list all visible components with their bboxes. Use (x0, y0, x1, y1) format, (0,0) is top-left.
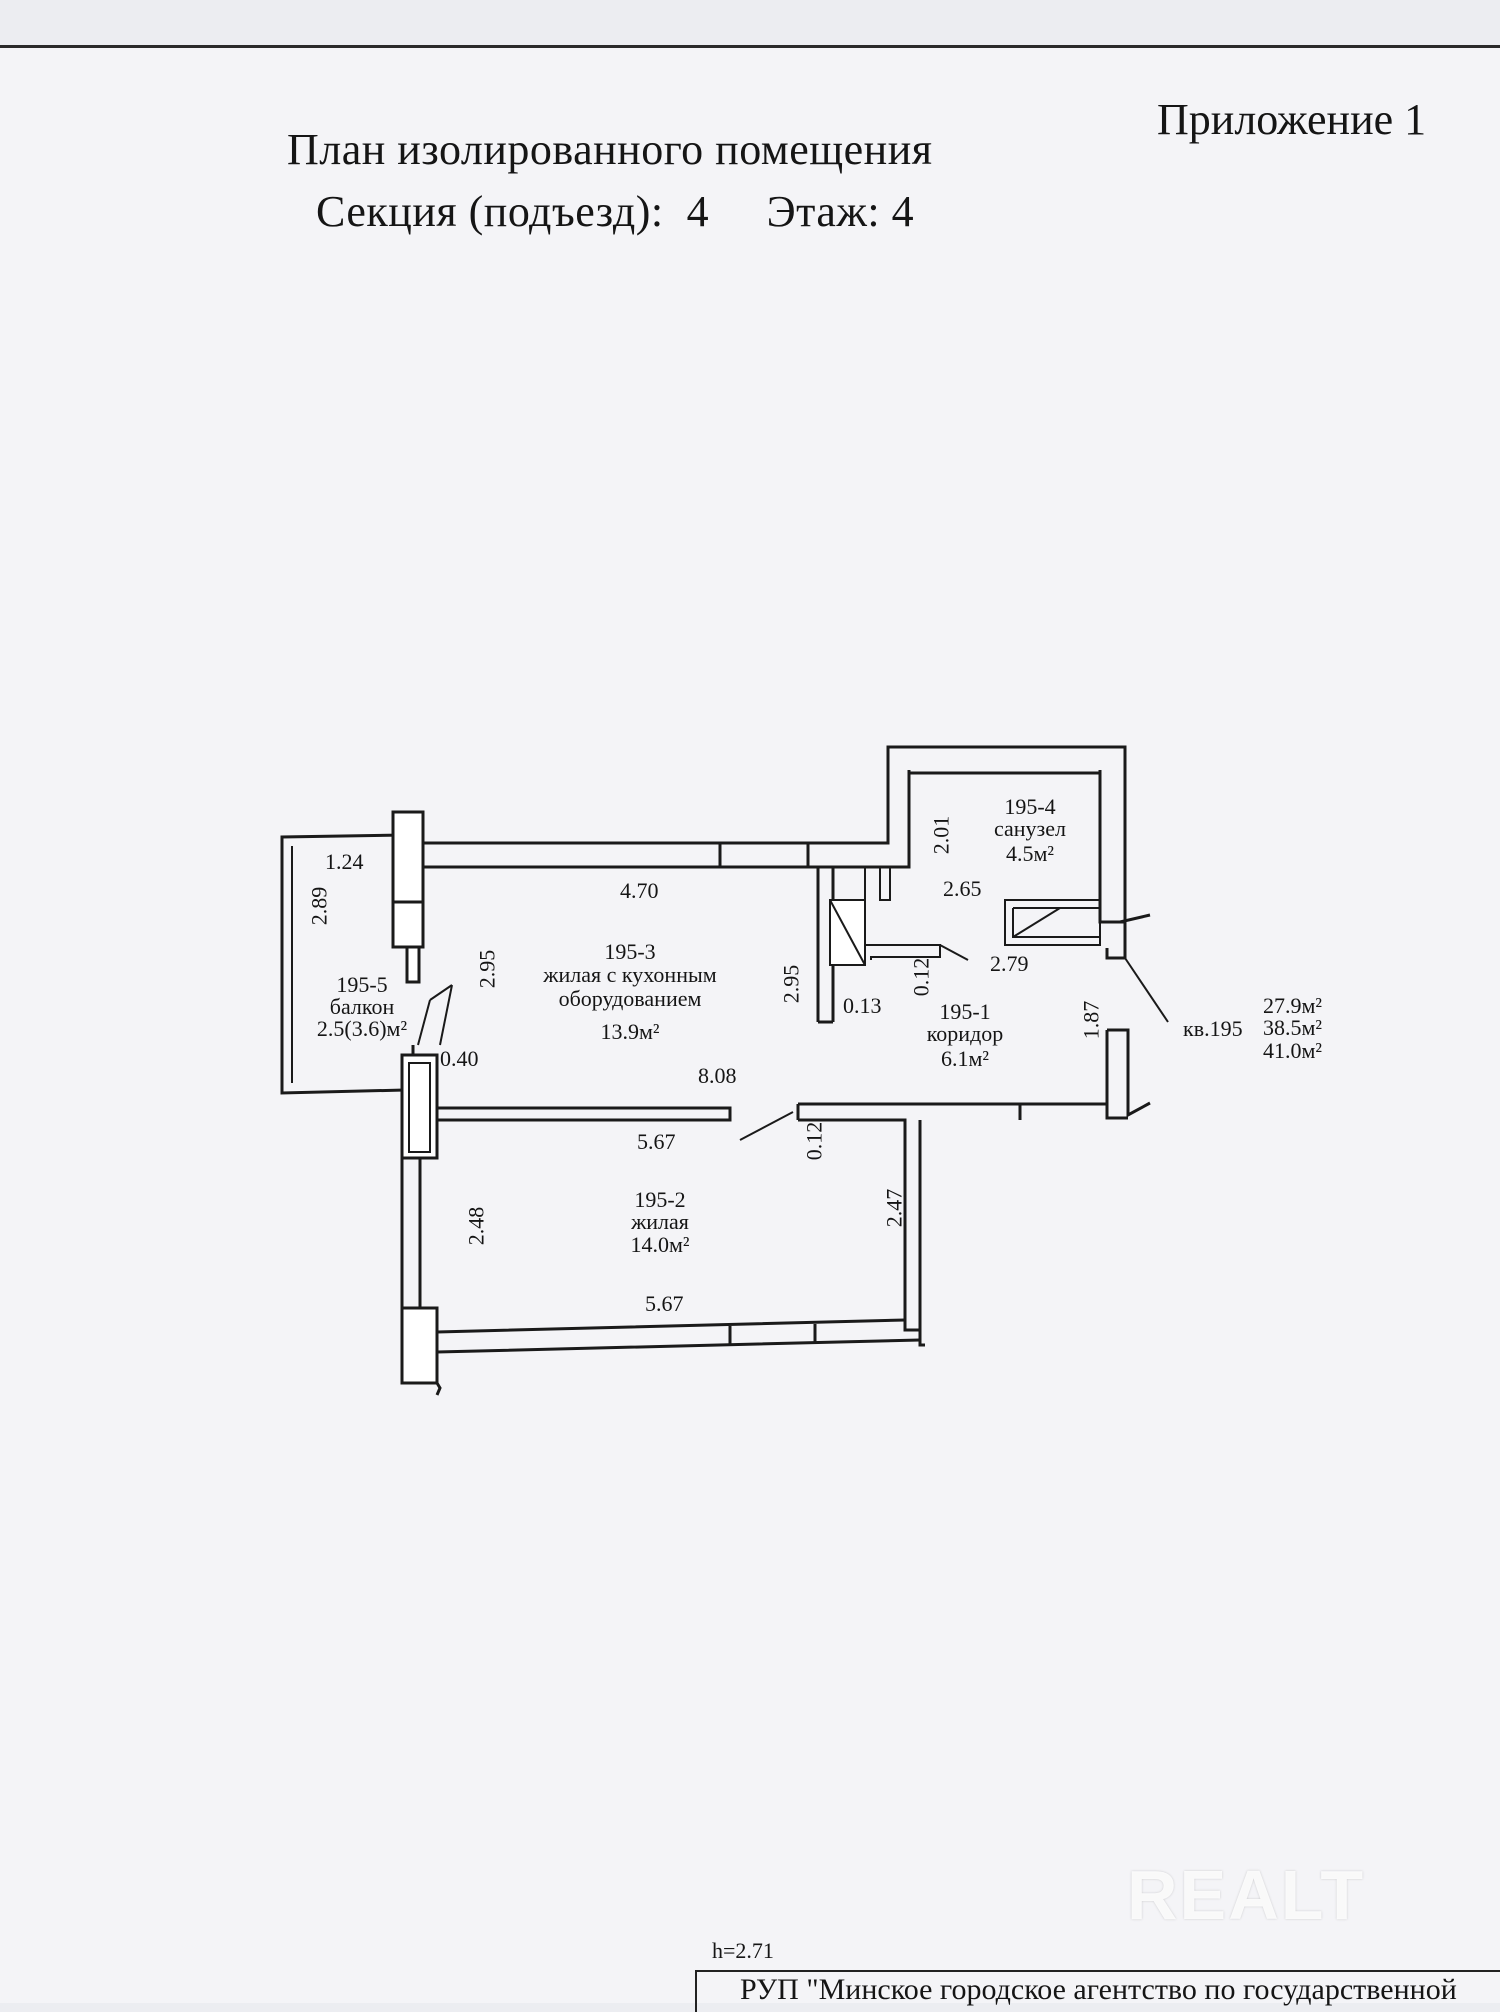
room-kitchen-id: 195-3 (604, 939, 656, 964)
dim-bath-height: 2.01 (928, 815, 954, 855)
dim-corridor-height: 1.87 (1078, 1000, 1104, 1040)
room-corridor-name: коридор (926, 1021, 1004, 1046)
wall-bottom-living (436, 1318, 921, 1354)
dim-small-wall-1: 0.12 (908, 957, 934, 997)
footer-agency: РУП "Минское городское агентство по госу… (740, 1973, 1457, 2006)
room-corridor-id: 195-1 (939, 999, 991, 1024)
room-kitchen-name-2: оборудованием (558, 986, 702, 1011)
room-living-name: жилая (631, 1209, 689, 1234)
room-balcony-area: 2.5(3.6)м² (316, 1016, 408, 1041)
footer-stamp-box (695, 1970, 1500, 2012)
room-kitchen-name-1: жилая с кухонным (543, 962, 717, 987)
section-floor-line: Секция (подъезд): 4 Этаж: 4 (316, 187, 915, 236)
balcony-outline (280, 833, 406, 1095)
dim-small-wall-2: 0.12 (801, 1121, 827, 1161)
dim-living-height-right: 2.47 (881, 1188, 907, 1228)
apartment-area-total: 38.5м² (1263, 1015, 1323, 1040)
dim-balcony-width: 1.24 (325, 849, 364, 874)
dim-total-length: 8.08 (698, 1063, 737, 1088)
wall-corridor-right (1107, 1028, 1151, 1118)
room-living-area: 14.0м² (630, 1232, 690, 1257)
dim-balcony-height: 2.89 (306, 886, 332, 926)
appendix-label: Приложение 1 (1157, 95, 1427, 144)
dim-kitchen-height: 2.95 (474, 949, 500, 989)
ceiling-height: h=2.71 (712, 1938, 774, 1963)
dim-living-width-top: 5.67 (637, 1129, 676, 1154)
apartment-label: кв.195 (1183, 1016, 1243, 1041)
room-bathroom-name: санузел (993, 816, 1066, 841)
dim-wall-offset: 0.40 (440, 1046, 479, 1071)
dim-partition-thickness: 0.13 (843, 993, 882, 1018)
apartment-area-living: 27.9м² (1263, 993, 1323, 1018)
wall-left-living (400, 1158, 422, 1308)
dim-living-width-bottom: 5.67 (645, 1291, 684, 1316)
apartment-area-full: 41.0м² (1263, 1038, 1323, 1063)
dim-living-height-left: 2.48 (463, 1206, 489, 1246)
room-corridor-area: 6.1м² (940, 1046, 990, 1071)
wall-kitchen-living (437, 1106, 732, 1122)
room-bathroom-area: 4.5м² (1005, 841, 1055, 866)
dim-partition-height: 2.95 (778, 964, 804, 1004)
room-bathroom-id: 195-4 (1004, 794, 1056, 819)
room-balcony-id: 195-5 (336, 972, 388, 997)
document-sheet (0, 45, 1500, 2003)
dim-corridor-width: 2.79 (990, 951, 1029, 976)
document-title: План изолированного помещения (287, 125, 933, 174)
realt-watermark: REALT (1127, 1856, 1366, 1934)
wall-left-upper (391, 810, 425, 949)
dim-kitchen-width: 4.70 (620, 878, 659, 903)
room-living-id: 195-2 (634, 1187, 686, 1212)
room-kitchen-area: 13.9м² (600, 1019, 660, 1044)
dim-bath-width: 2.65 (943, 876, 982, 901)
room-balcony-name: балкон (329, 994, 395, 1019)
